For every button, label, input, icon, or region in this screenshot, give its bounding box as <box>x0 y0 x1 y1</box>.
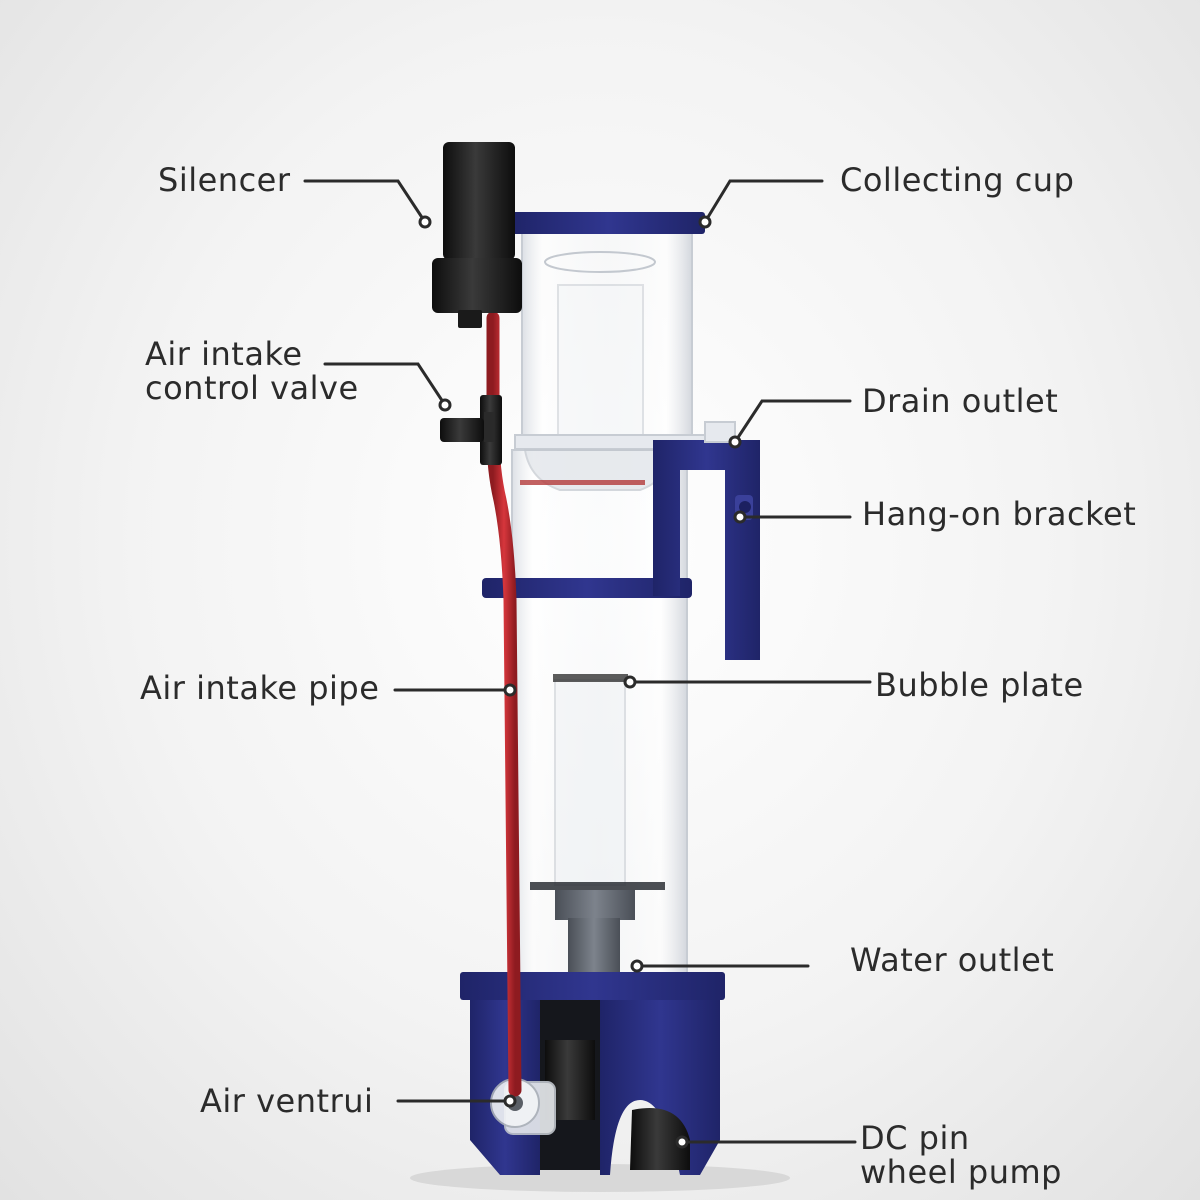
leader-silencer <box>303 179 427 224</box>
dot-silencer <box>418 215 432 229</box>
bubble-plate <box>553 674 628 682</box>
label-collecting-cup: Collecting cup <box>840 161 1075 199</box>
dot-air-ventrui <box>503 1094 517 1108</box>
silencer <box>432 142 522 328</box>
dot-dc-pump <box>675 1135 689 1149</box>
label-bubble-plate: Bubble plate <box>875 666 1084 704</box>
dot-air-intake-pipe <box>503 683 517 697</box>
label-hang-on-bracket: Hang-on bracket <box>862 495 1137 533</box>
dot-water-outlet <box>630 959 644 973</box>
label-drain-outlet: Drain outlet <box>862 382 1059 420</box>
label-air-ventrui: Air ventrui <box>200 1082 374 1120</box>
leader-lines <box>303 179 872 1144</box>
dot-hang-on-bracket <box>733 510 747 524</box>
leader-collecting-cup <box>703 179 824 224</box>
label-water-outlet: Water outlet <box>850 941 1055 979</box>
leader-dots <box>418 215 747 1149</box>
collecting-cup <box>512 212 711 491</box>
hang-on-bracket <box>653 421 760 660</box>
bottom-plate <box>530 882 665 890</box>
label-dc-pin-wheel-pump: DC pin wheel pump <box>860 1119 1062 1191</box>
dot-collecting-cup <box>698 215 712 229</box>
label-silencer: Silencer <box>158 161 291 199</box>
mid-collar <box>482 578 692 598</box>
label-air-intake-control-valve: Air intake control valve <box>145 335 359 407</box>
water-outlet-pipe <box>555 890 635 973</box>
leader-drain-outlet <box>733 399 852 444</box>
dot-bubble-plate <box>623 675 637 689</box>
label-air-intake-pipe: Air intake pipe <box>140 669 380 707</box>
dot-control-valve <box>438 398 452 412</box>
leader-control-valve <box>323 362 447 407</box>
dot-drain-outlet <box>728 435 742 449</box>
air-intake-control-valve <box>440 395 502 465</box>
